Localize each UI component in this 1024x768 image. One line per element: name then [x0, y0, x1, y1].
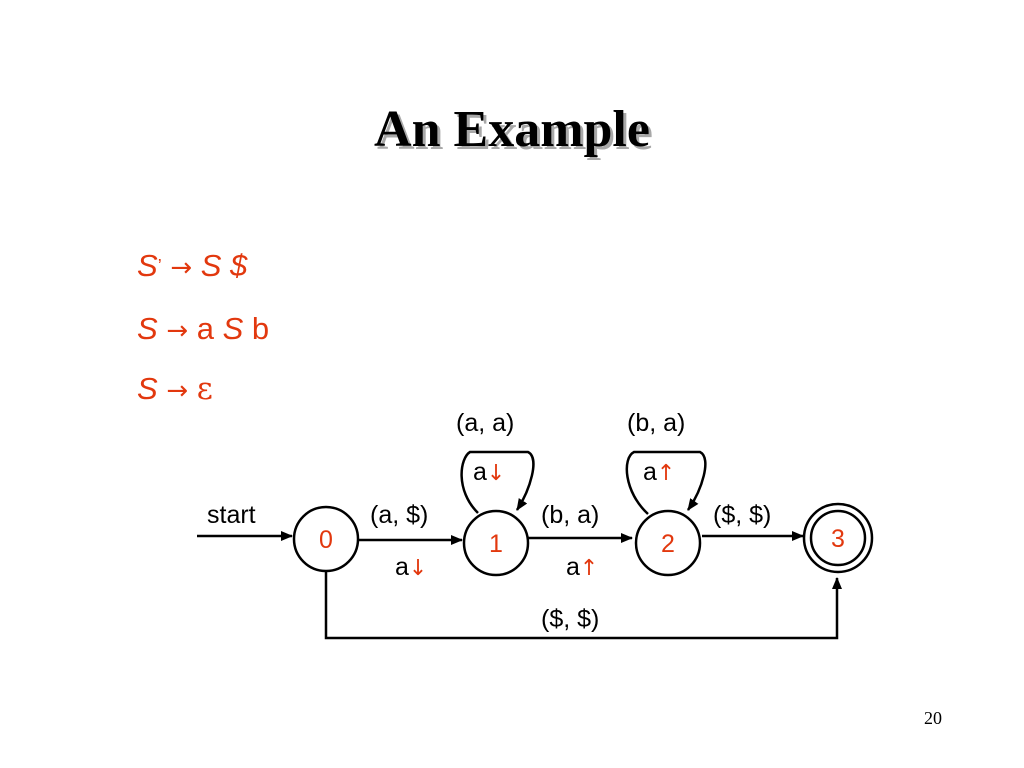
rule-lhs: S — [137, 248, 158, 283]
slide-title: An Example — [374, 101, 650, 158]
self-loop-1 — [460, 450, 535, 514]
push-icon: ↓ — [409, 556, 427, 581]
transition-0-3-input: ($, $) — [541, 605, 599, 633]
rule-lhs: S — [137, 371, 158, 406]
page-number: 20 — [924, 708, 942, 728]
self-loop-2 — [625, 450, 707, 515]
state-0 — [292, 505, 360, 573]
start-label: start — [207, 501, 256, 529]
self-loop-1-action: a↓ — [473, 458, 505, 486]
rule-lhs-mark: ’ — [157, 256, 162, 276]
rule-lhs: S — [137, 311, 158, 346]
self-loop-2-action: a↑ — [643, 458, 675, 486]
rule-rhs-symbol: a — [196, 311, 214, 346]
transition-0-1-input: (a, $) — [370, 501, 428, 529]
transition-2-3-input: ($, $) — [713, 501, 771, 529]
rule-rhs-symbol: $ — [230, 248, 248, 283]
action-symbol: a — [643, 458, 657, 486]
state-2-label: 2 — [661, 530, 675, 558]
action-symbol: a — [473, 458, 487, 486]
state-3-label: 3 — [831, 525, 845, 553]
self-loop-1-input: (a, a) — [456, 409, 514, 437]
state-1-label: 1 — [489, 530, 503, 558]
rule-rhs-symbol: S — [200, 248, 222, 283]
transition-1-2-action: a↑ — [566, 553, 598, 581]
rule-arrow: → — [166, 376, 189, 406]
transition-0-1-action: a↓ — [395, 553, 427, 581]
pop-icon: ↑ — [657, 461, 675, 486]
push-icon: ↓ — [487, 461, 505, 486]
grammar-rule-1: S’ → S $ — [137, 248, 247, 284]
pop-icon: ↑ — [580, 556, 598, 581]
transition-1-2-input: (b, a) — [541, 501, 599, 529]
action-symbol: a — [395, 553, 409, 581]
transition-0-3 — [324, 571, 842, 640]
rule-arrow: → — [166, 316, 189, 346]
grammar-rule-2: S → a S b — [137, 311, 269, 347]
state-1 — [462, 509, 530, 577]
action-symbol: a — [566, 553, 580, 581]
self-loop-2-input: (b, a) — [627, 409, 685, 437]
grammar-rule-3: S → ε — [137, 371, 213, 407]
state-2 — [634, 509, 702, 577]
rule-rhs-symbol: ε — [196, 371, 213, 407]
rule-rhs-symbol: S — [222, 311, 244, 346]
rule-rhs-symbol: b — [251, 311, 270, 346]
state-3 — [809, 509, 867, 567]
state-0-label: 0 — [319, 526, 333, 554]
rule-arrow: → — [170, 253, 193, 283]
